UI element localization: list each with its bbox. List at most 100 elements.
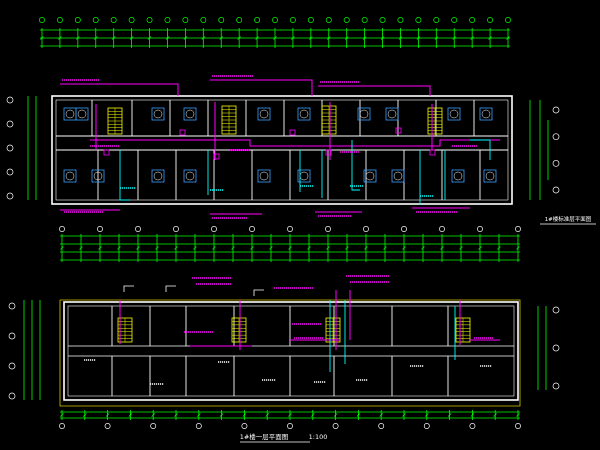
dimension-slash xyxy=(459,246,463,250)
axis-bubble-icon xyxy=(6,120,14,128)
dimension-slash xyxy=(421,246,425,250)
axis-bubble-icon xyxy=(135,226,141,232)
fan-coil-icon xyxy=(391,169,405,183)
dimension-slash xyxy=(128,413,133,417)
axis-bubble-icon xyxy=(343,17,350,23)
axis-bubble-icon xyxy=(8,332,16,340)
axis-bubble-icon xyxy=(469,17,476,23)
axis-bubble-icon xyxy=(8,302,16,310)
axis-bubble-icon xyxy=(272,17,278,23)
dimension-slash xyxy=(416,36,421,40)
axis-bubble-icon xyxy=(211,226,217,232)
dimension-slash xyxy=(93,36,98,40)
dimension-slash xyxy=(136,246,140,250)
dimension-slash xyxy=(478,246,482,250)
dimension-slash xyxy=(83,413,87,417)
fan-coil-icon xyxy=(479,107,493,121)
lower-left-bubbles xyxy=(8,302,16,400)
dimension-slash xyxy=(326,36,331,40)
fan-coil-circle xyxy=(93,171,103,181)
upper-plan-title: 1#楼标准层平面图 xyxy=(545,215,592,223)
middle-dimension-strip xyxy=(60,234,520,262)
top-axis-bubbles xyxy=(39,17,511,23)
axis-bubble-icon xyxy=(451,17,458,23)
dimension-slash xyxy=(174,413,178,417)
axis-bubble-icon xyxy=(515,423,521,429)
dimension-slash xyxy=(383,246,387,250)
dimension-slash xyxy=(105,413,110,417)
axis-bubble-icon xyxy=(200,17,207,23)
fan-coil-circle xyxy=(153,171,163,181)
riser-icon xyxy=(289,129,296,136)
axis-bubble-icon xyxy=(515,226,521,232)
axis-bubble-icon xyxy=(397,17,404,23)
lower-plan-title: 1#楼一层平面图 xyxy=(240,432,289,441)
axis-bubble-icon xyxy=(287,423,293,429)
axis-bubble-icon xyxy=(415,17,422,23)
dimension-slash xyxy=(398,36,403,40)
axis-bubble-icon xyxy=(307,17,314,23)
dimension-slash xyxy=(326,246,330,250)
dimension-slash xyxy=(79,246,83,250)
dimension-slash xyxy=(201,36,206,40)
dimension-slash xyxy=(219,36,224,40)
fan-coil-circle xyxy=(393,171,403,181)
fan-coil-circle xyxy=(453,171,463,181)
dimension-slash xyxy=(311,413,315,417)
lower-plan: 1#楼一层平面图 1:100 xyxy=(8,275,560,443)
dimension-slash xyxy=(76,36,80,40)
dimension-slash xyxy=(155,246,159,250)
dimension-slash xyxy=(364,246,368,250)
axis-bubble-icon xyxy=(6,96,14,104)
dimension-slash xyxy=(60,413,64,417)
axis-bubble-icon xyxy=(363,226,369,232)
fan-coil-circle xyxy=(485,171,495,181)
axis-bubble-icon xyxy=(173,226,179,232)
dimension-slash xyxy=(291,36,295,40)
fan-coil-circle xyxy=(481,109,491,119)
dimension-slash xyxy=(470,413,475,417)
axis-bubble-icon xyxy=(552,344,560,352)
axis-bubble-icon xyxy=(361,17,368,23)
axis-bubble-icon xyxy=(6,192,14,200)
magenta-pipes-lower xyxy=(119,290,500,350)
axis-bubble-icon xyxy=(423,423,430,429)
dimension-slash xyxy=(147,36,152,40)
fan-coil-circle xyxy=(153,109,163,119)
fan-coil-circle xyxy=(359,109,369,119)
dimension-slash xyxy=(197,413,201,417)
fan-coil-icon xyxy=(483,169,497,183)
axis-bubble-icon xyxy=(378,423,385,429)
dimension-slash xyxy=(516,246,520,250)
axis-bubble-icon xyxy=(289,17,296,23)
axis-bubble-icon xyxy=(110,17,117,23)
axis-bubble-icon xyxy=(552,306,560,314)
axis-bubble-icon xyxy=(477,226,483,232)
dimension-slash xyxy=(493,413,497,417)
dimension-slash xyxy=(452,36,457,40)
dimension-slash xyxy=(425,413,429,417)
fan-coil-circle xyxy=(185,171,195,181)
riser-icon xyxy=(103,149,110,156)
axis-bubble-icon xyxy=(195,423,202,429)
axis-bubble-icon xyxy=(6,144,14,152)
dimension-slash xyxy=(212,246,216,250)
fan-coil-circle xyxy=(259,171,269,181)
riser-icon xyxy=(395,127,402,134)
axis-bubble-icon xyxy=(487,17,494,23)
axis-bubble-icon xyxy=(39,17,45,23)
dimension-slash xyxy=(379,413,383,417)
dimension-slash xyxy=(193,246,197,250)
lower-right-bubbles xyxy=(552,306,560,390)
axis-bubble-icon xyxy=(241,423,248,429)
fan-coil-circle xyxy=(65,171,75,181)
fan-coil-icon xyxy=(363,169,377,183)
riser-icon xyxy=(325,149,332,156)
fan-coil-icon xyxy=(183,107,197,121)
axis-bubble-icon xyxy=(92,17,99,23)
axis-bubble-icon xyxy=(552,159,560,167)
dimension-slash xyxy=(231,246,235,250)
fan-coil-icon xyxy=(257,169,271,183)
